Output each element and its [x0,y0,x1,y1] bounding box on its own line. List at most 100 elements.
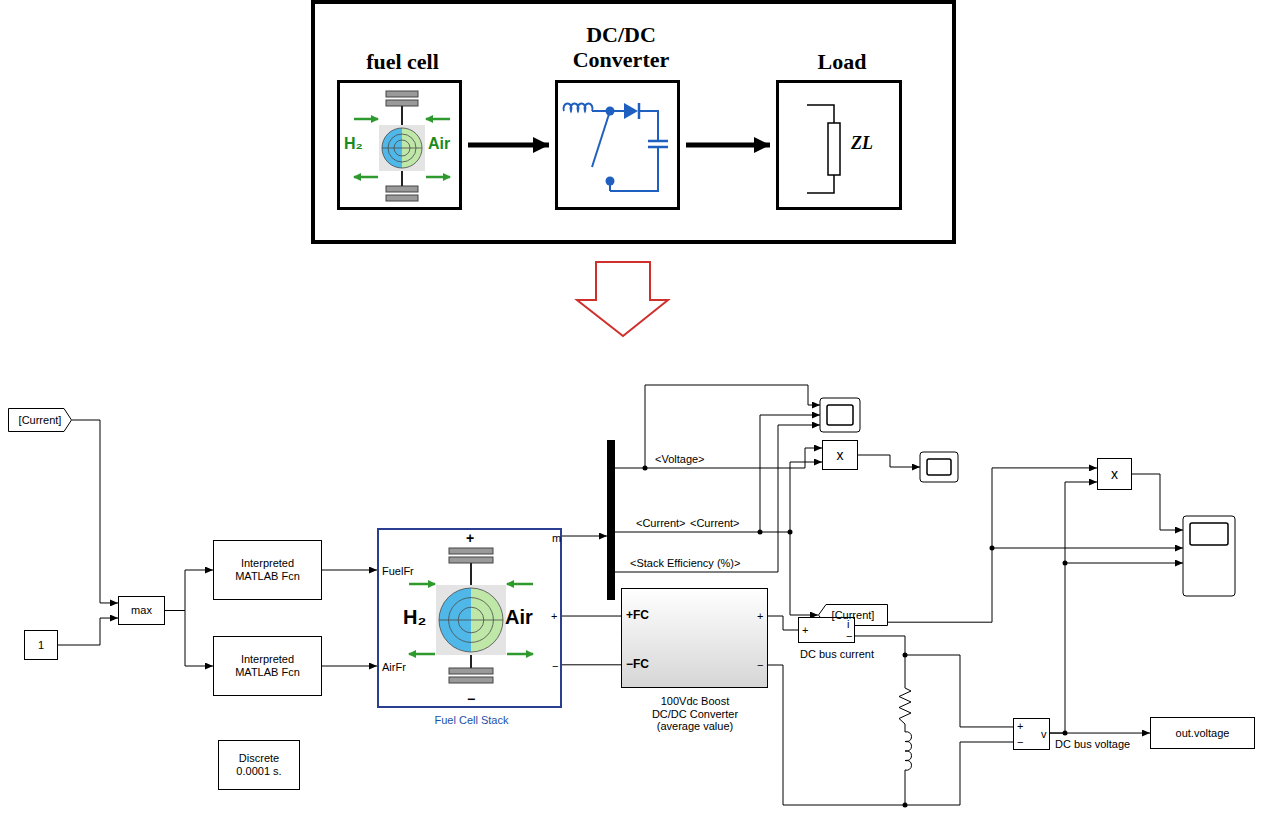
power-wire [855,636,1013,727]
block-text: + [757,610,763,623]
junction-dot [788,530,793,535]
power-wire [562,664,621,665]
load-box: LoadZL [776,80,902,210]
block-label: Interpreted MATLAB Fcn [228,653,308,678]
down-arrow [577,262,668,336]
block-text: 100Vdc Boost DC/DC Converter (average va… [645,695,745,733]
constant-block: 1 [24,630,58,660]
signal-wire [58,618,118,645]
signal-wire [1050,482,1097,733]
boost-converter-block: +FC−FC+−100Vdc Boost DC/DC Converter (av… [621,588,768,688]
signal-wire [858,455,920,467]
block-text: + [802,624,808,637]
block-text: −FC [626,658,649,672]
signal-wire [1065,563,1183,564]
power-wire [768,665,1013,805]
signal-wire [992,548,1183,549]
block-text: − [846,630,852,643]
block-label: [Current] [832,609,875,622]
measurement-name: DC bus current [800,648,874,661]
signal-wire [645,385,820,468]
fuel-cell-box: fuel cellH₂Air [337,80,462,210]
block-text: FuelFr [382,565,414,578]
block-text: − [467,691,475,707]
product-block: x [1097,458,1132,490]
overview-frame [313,2,954,242]
block-text: − [757,659,763,672]
signal-wire [905,724,906,732]
junction-dot [643,466,648,471]
signal-wire [72,420,118,603]
junction-dot [758,530,763,535]
bus-signal-name: <Stack Efficiency (%)> [630,557,740,570]
measurement-name: DC bus voltage [1055,738,1130,751]
block-label: [Current] [19,414,62,427]
signal-wire [760,415,820,532]
signal-wire [322,570,377,571]
block-label: x [1111,466,1118,482]
block-text: AirFr [382,661,406,674]
scope-block [820,398,860,432]
signal-wire [562,536,607,537]
fuel-cell-stack-block: +mFuelFrH₂Air+AirFr−−Fuel Cell Stack [377,528,562,708]
signal-wire [855,468,1097,622]
block-text: − [1017,736,1023,749]
minmax-block: max [118,596,165,625]
powergui-block: Discrete 0.0001 s. [218,740,300,790]
current-sensor-block: + i− [798,617,855,643]
voltage-sensor-block: +v− [1013,718,1050,750]
scope-block [1183,516,1235,596]
signal-wire [615,425,820,572]
block-text: + [466,530,474,546]
signal-wire [905,770,906,805]
scope-block [920,452,958,482]
block-text: ZL [851,133,873,154]
signal-wire [615,462,822,532]
bus-signal-name: <Current> [690,517,740,530]
block-text: +FC [626,609,649,623]
block-text: Load [739,50,945,75]
block-label: x [837,447,844,463]
block-text: m [552,532,561,545]
block-text: fuel cell [300,50,505,75]
resistor-symbol [899,688,911,724]
signal-wire [905,655,906,688]
converter-box: DC/DC Converter [555,80,680,210]
block-text: Air [505,606,533,629]
power-wire [562,616,621,617]
block-label: Interpreted MATLAB Fcn [228,557,308,582]
signal-wire [790,532,818,615]
to-workspace-block: out.voltage [1150,717,1255,749]
bus-signal-name: <Current> [636,517,686,530]
block-text: DC/DC Converter [546,23,696,72]
flow-arrow [686,143,770,148]
block-text: + [1017,720,1023,733]
product-block: x [822,440,858,470]
boost-converter-icon [558,83,683,213]
signal-wire [165,611,213,667]
signal-wire [1132,474,1183,530]
block-text: H₂ [403,606,426,629]
signal-wire [1050,733,1150,734]
block-label: Discrete 0.0001 s. [226,752,292,777]
signal-wire [615,448,822,468]
block-text: + [551,610,557,623]
load-impedance-icon [779,83,905,213]
block-label: 1 [38,639,44,652]
signal-wire [322,666,377,667]
from-tag: [Current] [8,408,72,432]
signal-wire [165,570,213,611]
block-text: i [847,618,849,631]
matlab-fcn-block: Interpreted MATLAB Fcn [213,636,322,696]
block-text: Fuel Cell Stack [369,714,574,727]
matlab-fcn-block: Interpreted MATLAB Fcn [213,540,322,600]
flow-arrow [468,143,549,148]
block-text: − [552,660,558,673]
block-text: Air [428,135,450,153]
block-text: H₂ [344,135,363,153]
bus-signal-name: <Voltage> [655,453,705,466]
bus-selector [607,440,615,600]
inductor-symbol [905,732,912,770]
power-wire [768,616,798,630]
block-label: out.voltage [1176,727,1230,740]
